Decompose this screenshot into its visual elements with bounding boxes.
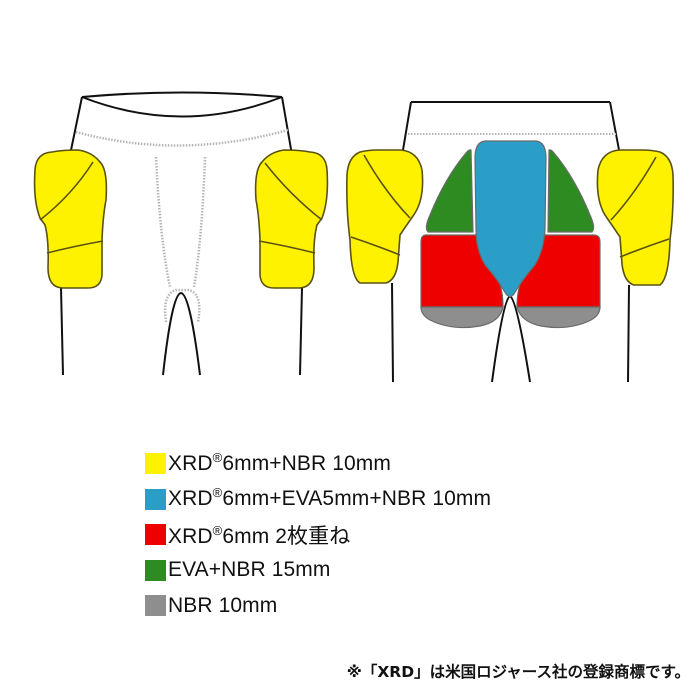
legend-text: 6mm 2枚重ね [222, 524, 351, 548]
legend-text: NBR 10mm [168, 593, 278, 617]
back-right-green-pad [547, 149, 595, 233]
back-left-green-pad [425, 149, 474, 233]
back-left-gray-pad [420, 306, 504, 329]
legend-item-nbr: NBR 10mm [145, 588, 491, 624]
back-view [346, 101, 674, 383]
legend-prefix: XRD [168, 524, 213, 548]
yellow-swatch-icon [145, 453, 166, 475]
legend-item-xrd-eva-nbr: XRD®6mm+EVA5mm+NBR 10mm [145, 482, 491, 518]
registered-mark: ® [212, 522, 223, 538]
back-right-hip-pad [596, 149, 674, 286]
back-right-gray-pad [516, 306, 601, 329]
legend-prefix: XRD [168, 487, 213, 511]
legend-text: 6mm+NBR 10mm [222, 451, 391, 475]
front-pants-outline [60, 91, 303, 376]
registered-mark: ® [212, 485, 223, 501]
registered-mark: ® [212, 449, 223, 465]
front-left-hip-pad [33, 149, 108, 289]
gray-swatch-icon [145, 595, 166, 617]
trademark-footnote: ※「XRD」は米国ロジャース社の登録商標です。 [346, 663, 690, 681]
green-swatch-icon [145, 559, 166, 581]
back-center-blue-pad [474, 140, 547, 298]
back-left-hip-pad [346, 149, 424, 284]
legend-item-xrd-double: XRD®6mm 2枚重ね [145, 517, 491, 553]
legend-prefix: XRD [168, 451, 213, 475]
blue-swatch-icon [145, 488, 166, 510]
front-seams [75, 128, 289, 323]
legend-text: EVA+NBR 15mm [168, 558, 331, 582]
front-right-hip-pad [254, 149, 329, 289]
legend-item-eva-nbr: EVA+NBR 15mm [145, 553, 491, 589]
front-view [33, 91, 329, 376]
material-legend: XRD®6mm+NBR 10mm XRD®6mm+EVA5mm+NBR 10mm… [145, 446, 491, 624]
legend-item-xrd-nbr: XRD®6mm+NBR 10mm [145, 446, 491, 482]
red-swatch-icon [145, 524, 166, 546]
legend-text: 6mm+EVA5mm+NBR 10mm [222, 487, 492, 511]
protector-pants-diagram [33, 91, 674, 383]
